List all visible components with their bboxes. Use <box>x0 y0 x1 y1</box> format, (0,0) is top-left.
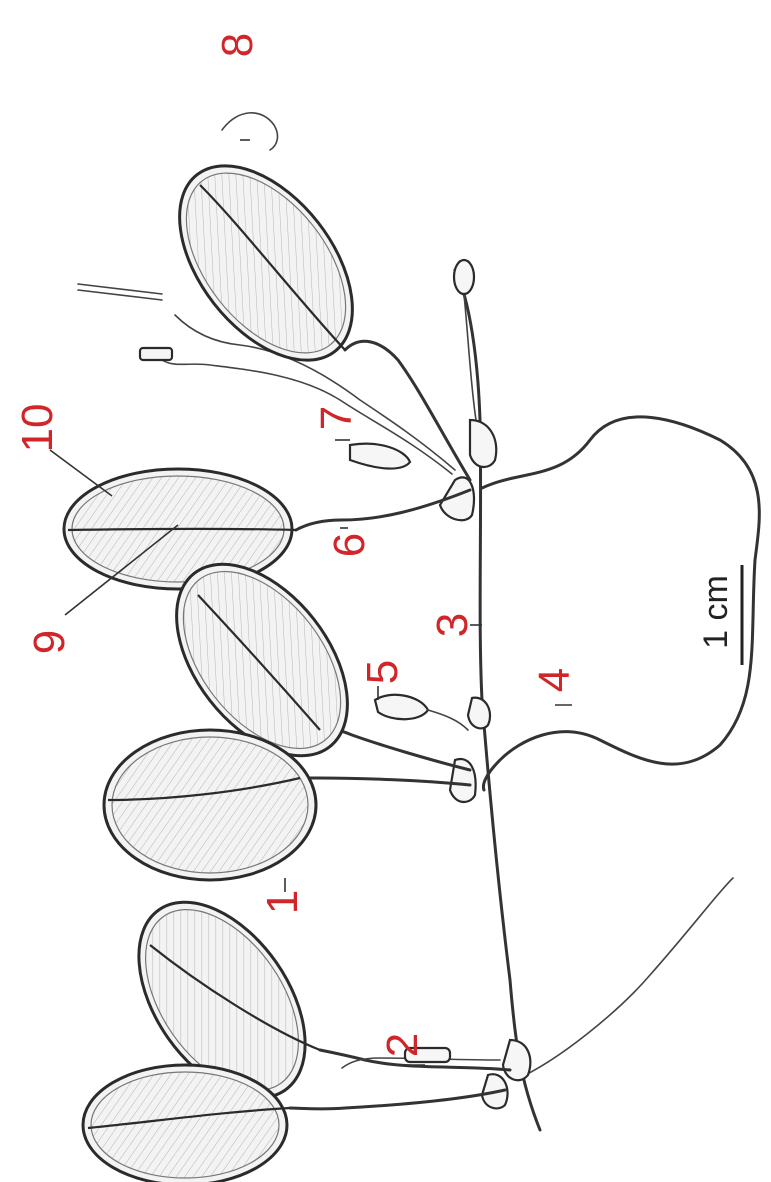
bud-5 <box>375 695 428 719</box>
root-tail <box>515 878 733 1080</box>
hook-8 <box>222 113 277 150</box>
label-6: 6 <box>328 533 372 557</box>
scale-bar-label: 1 cm <box>699 575 733 649</box>
label-3: 3 <box>431 613 475 637</box>
petiole-upper-mid <box>320 729 470 770</box>
leader-10 <box>50 450 112 496</box>
spike-fragment-2 <box>78 284 162 294</box>
node-scale-1 <box>470 420 496 467</box>
bud-5-stalk <box>428 710 468 730</box>
label-1: 1 <box>261 890 305 914</box>
terminal-bud <box>454 260 474 294</box>
node-scale-5 <box>503 1040 530 1080</box>
leaf-lower-2 <box>83 1065 290 1182</box>
leaf-top <box>145 134 387 392</box>
label-10: 10 <box>16 404 60 453</box>
stalk-sheath-7 <box>350 444 410 469</box>
spike-fragment <box>78 290 162 300</box>
sporangium-7 <box>140 348 172 360</box>
label-4: 4 <box>533 668 577 692</box>
petiole-1 <box>300 778 470 785</box>
label-7: 7 <box>315 406 359 430</box>
rhizome <box>455 270 540 1130</box>
label-5: 5 <box>361 660 405 684</box>
label-8: 8 <box>216 33 260 57</box>
petiole-lower-2 <box>290 1090 505 1109</box>
leaf-1 <box>104 730 316 880</box>
node-scale-3 <box>468 698 490 729</box>
label-2: 2 <box>381 1033 425 1057</box>
label-9: 9 <box>28 630 72 654</box>
